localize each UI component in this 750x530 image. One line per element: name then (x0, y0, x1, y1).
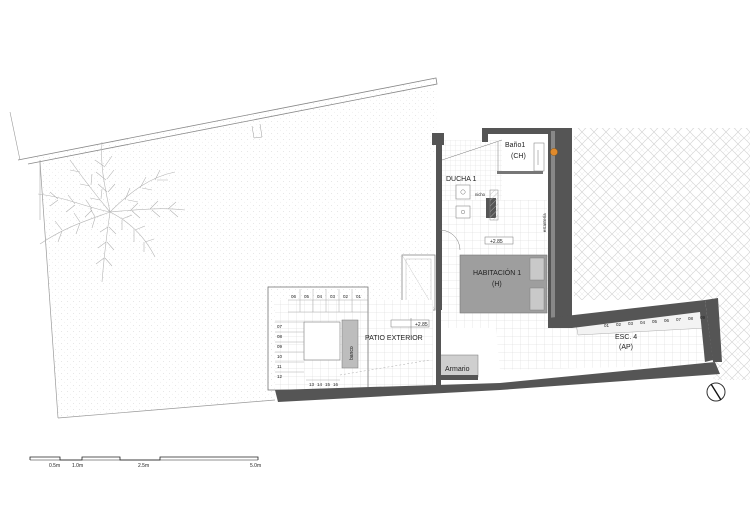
habitacion-code: (H) (492, 281, 502, 288)
stair-step: 01 (356, 294, 362, 299)
stair-step: 02 (616, 322, 622, 327)
bano-label: Baño1 (505, 142, 525, 149)
stair-step: 14 (317, 382, 323, 387)
stair-step: 05 (304, 294, 310, 299)
scale-label: 1.0m (72, 463, 83, 469)
bench (341, 319, 359, 369)
stair-step: 01 (604, 323, 610, 328)
bedroom (401, 248, 550, 328)
stair-step: 05 (652, 319, 658, 324)
patio-label: PATIO EXTERIOR (365, 335, 423, 342)
scale-label: 0.5m (49, 463, 60, 469)
estanteria-label: estantería (542, 213, 547, 232)
banco-label: banco (349, 346, 355, 360)
stair-step: 04 (640, 320, 646, 325)
stair-step: 03 (330, 294, 336, 299)
stair-step: 11 (277, 364, 282, 369)
stair-step: 06 (291, 294, 297, 299)
bano-code: (CH) (511, 153, 526, 160)
scale-label: 5.0m (250, 463, 261, 469)
level-patio: +2.85 (415, 322, 428, 328)
scale-bar: 0.5m 1.0m 2.5m 5.0m (29, 456, 261, 469)
stair-step: 09 (700, 315, 706, 320)
stair-step: 08 (277, 334, 283, 339)
armario-label: Armario (445, 366, 470, 373)
garden-terrace (9, 77, 438, 419)
stair-step: 04 (317, 294, 323, 299)
palm-tree-icon (37, 141, 186, 283)
patio-stair-numbers: 06 05 04 03 02 01 07 08 09 10 11 12 13 1… (277, 294, 362, 387)
level-habitacion: +2.85 (490, 239, 503, 245)
stair-step: 03 (628, 321, 634, 326)
ducha-label: DUCHA 1 (446, 176, 476, 183)
stair-step: 07 (676, 317, 682, 322)
stair-step: 06 (664, 318, 670, 323)
esc-stair-numbers: 01 02 03 04 05 06 07 08 09 (604, 315, 706, 328)
stair-step: 13 (309, 382, 315, 387)
habitacion-label: HABITACIÓN 1 (473, 268, 521, 277)
patio-stair-lines (275, 289, 368, 381)
stair-step: 09 (277, 344, 283, 349)
scale-label: 2.5m (138, 463, 149, 469)
patio-exterior (267, 286, 479, 391)
north-arrow-icon (706, 382, 726, 402)
esc-label: ESC. 4 (615, 334, 637, 341)
details (339, 139, 558, 376)
nicho-label: nicho (475, 192, 486, 197)
stair-step: 10 (277, 354, 283, 359)
stair-step: 16 (333, 382, 339, 387)
stair-step: 07 (277, 324, 283, 329)
stair-step: 15 (325, 382, 331, 387)
esc-code: (AP) (619, 344, 633, 351)
stair-step: 12 (277, 374, 283, 379)
walls (275, 128, 722, 402)
stair-step: 08 (688, 316, 694, 321)
herringbone-floor (574, 128, 750, 380)
stair-step: 02 (343, 294, 349, 299)
